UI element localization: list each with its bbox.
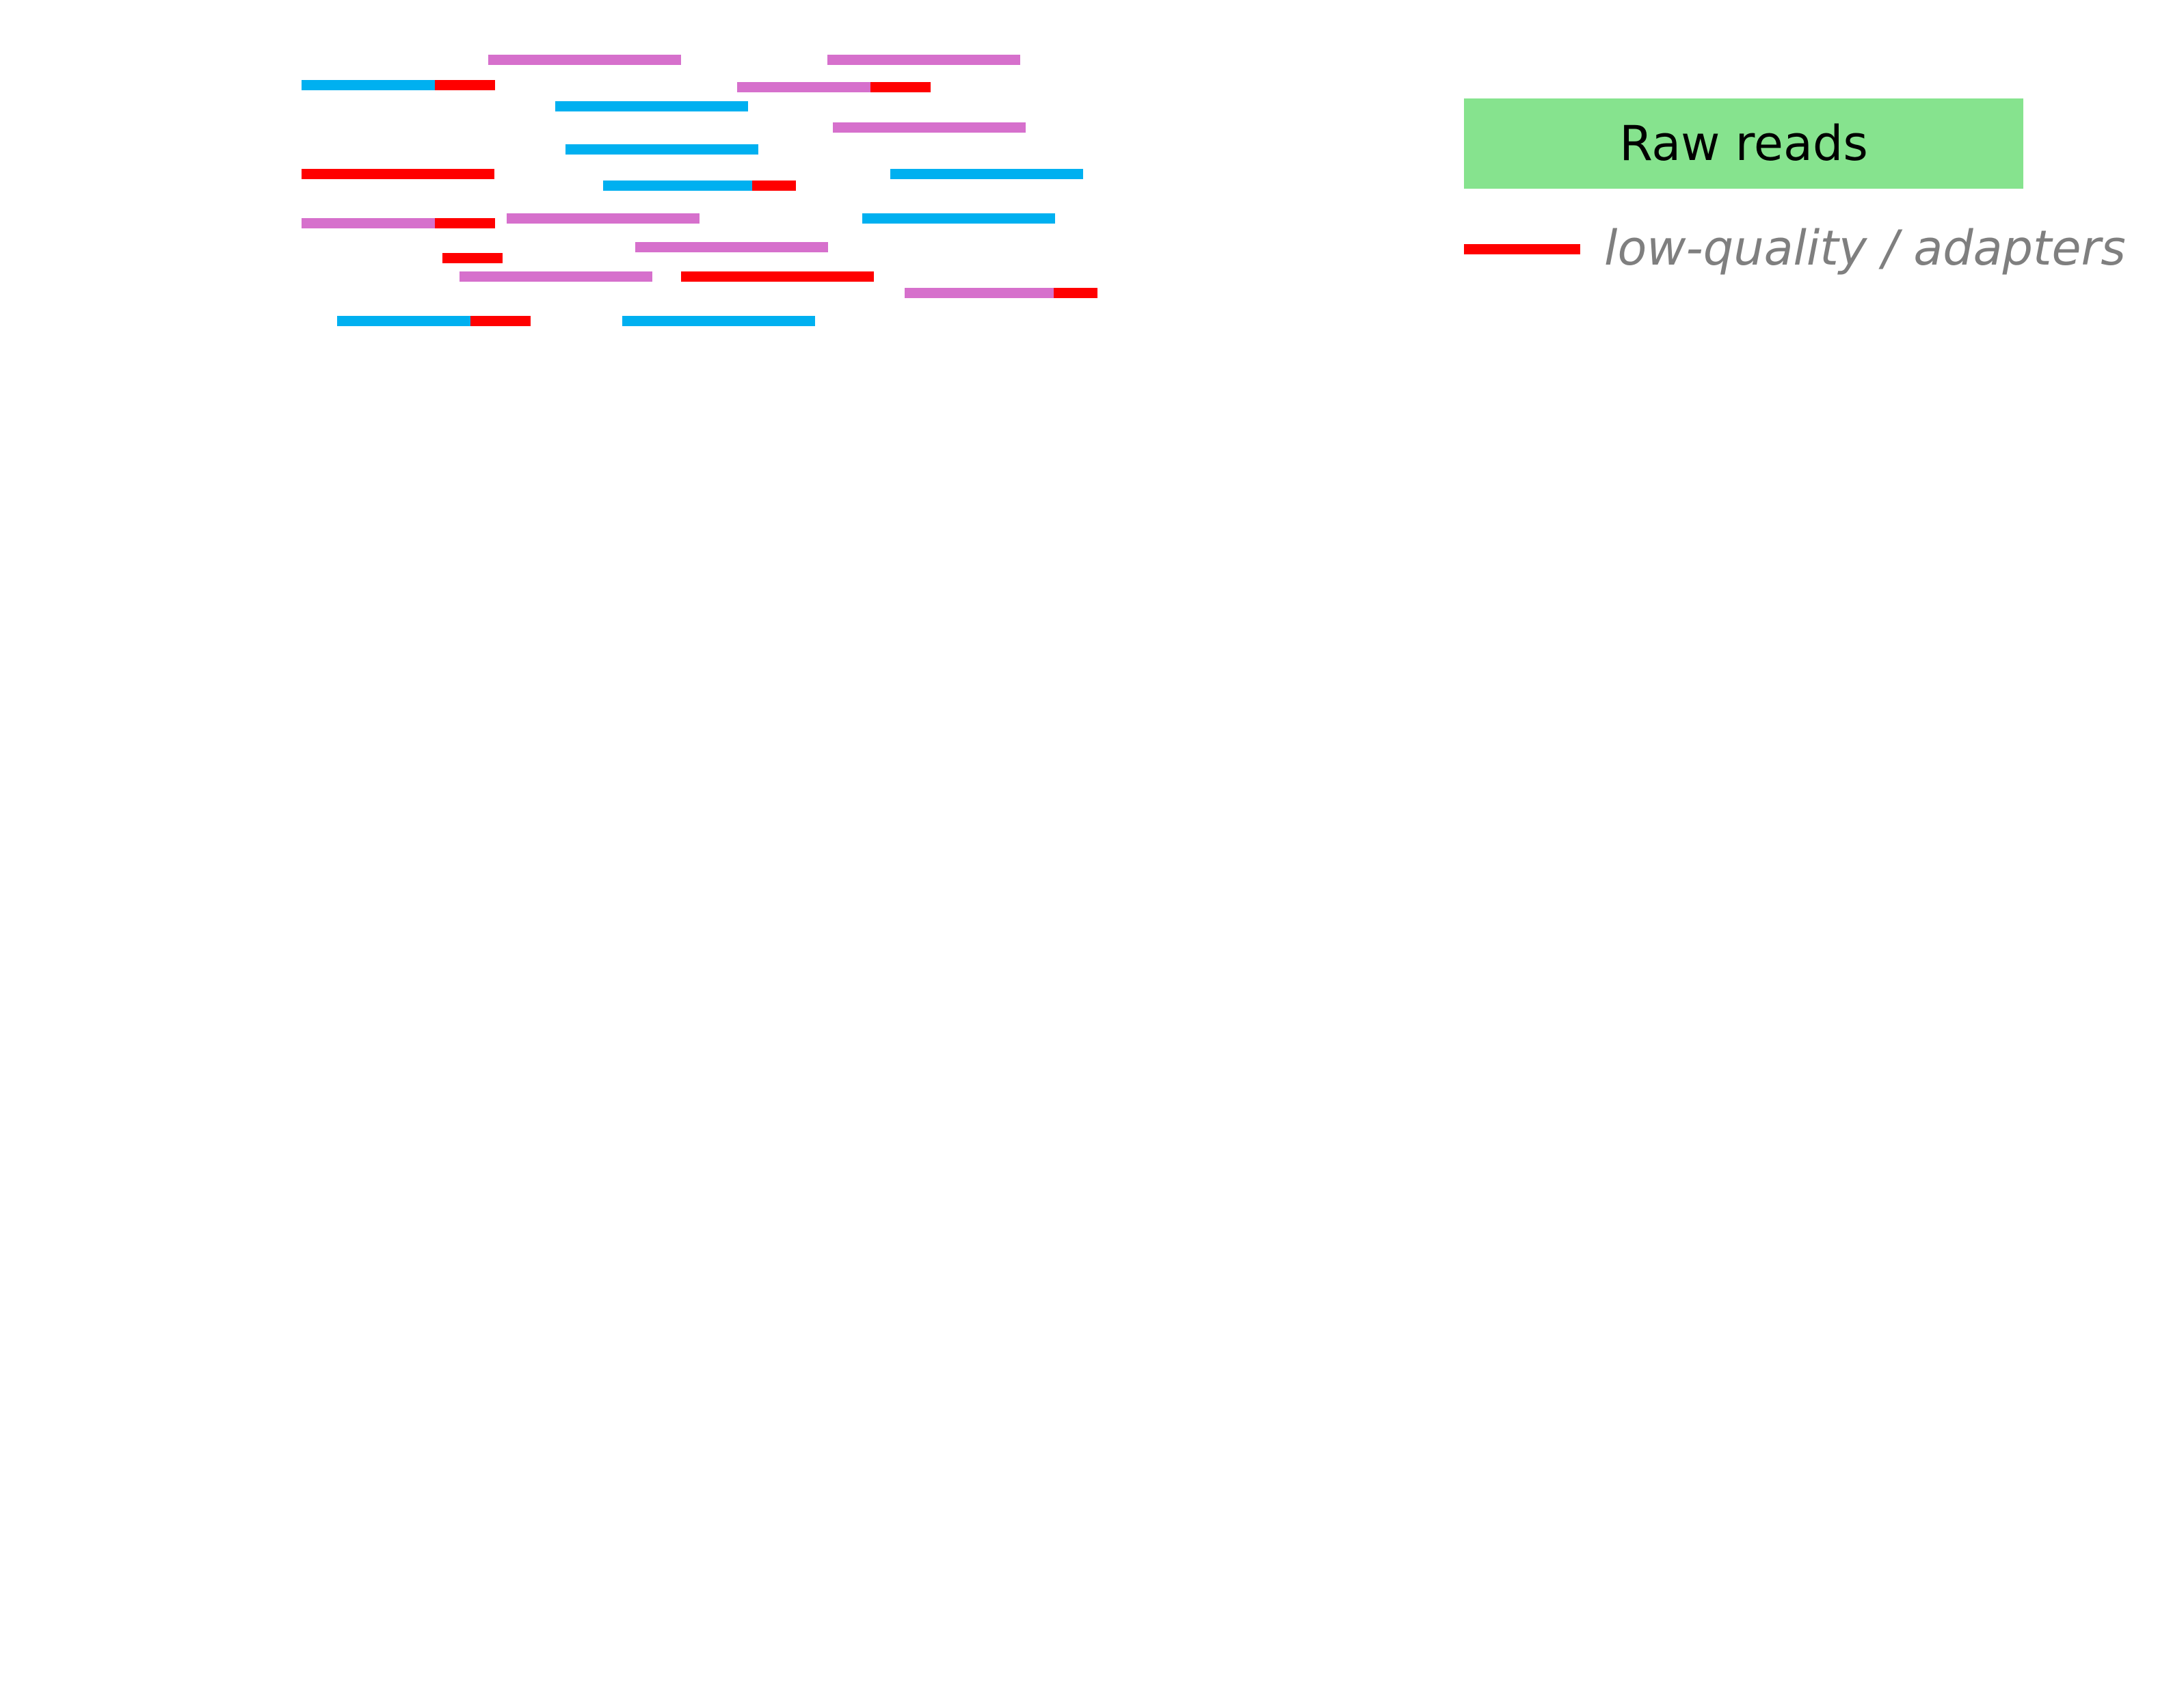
read-segment-pink xyxy=(737,82,870,92)
read-segment-pink xyxy=(833,122,1026,133)
read-segment-pink xyxy=(507,213,700,224)
read-segment-pink xyxy=(302,218,435,228)
read-segment-blue xyxy=(622,316,815,326)
read-segment-blue xyxy=(603,181,752,191)
low-quality-segment xyxy=(435,218,495,228)
read-segment-pink xyxy=(488,55,681,65)
read-segment-blue xyxy=(565,144,758,155)
legend-swatch-low-quality xyxy=(1464,244,1580,254)
low-quality-segment xyxy=(681,271,874,282)
low-quality-segment xyxy=(435,80,495,90)
read-segment-blue xyxy=(862,213,1055,224)
read-segment-pink xyxy=(827,55,1020,65)
low-quality-segment xyxy=(302,169,494,179)
low-quality-segment xyxy=(1054,288,1097,298)
low-quality-segment xyxy=(470,316,531,326)
low-quality-segment xyxy=(442,253,503,263)
read-segment-blue xyxy=(555,101,748,111)
diagram-title: Raw reads xyxy=(1619,116,1868,172)
title-box: Raw reads xyxy=(1464,98,2023,189)
read-segment-pink xyxy=(905,288,1054,298)
low-quality-segment xyxy=(752,181,796,191)
low-quality-segment xyxy=(870,82,931,92)
read-segment-blue xyxy=(890,169,1083,179)
legend-label-low-quality: low-quality / adapters xyxy=(1604,220,2126,276)
read-segment-blue xyxy=(302,80,435,90)
read-segment-blue xyxy=(337,316,470,326)
read-segment-pink xyxy=(460,271,652,282)
read-segment-pink xyxy=(635,242,828,252)
